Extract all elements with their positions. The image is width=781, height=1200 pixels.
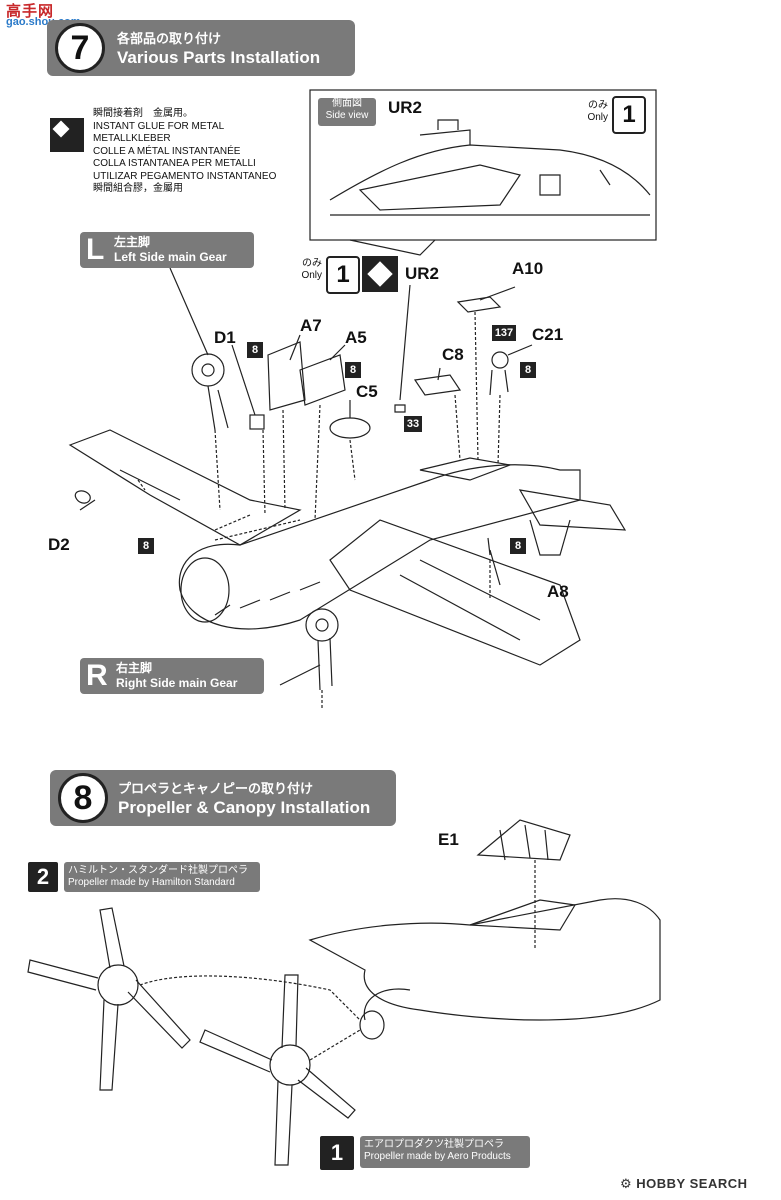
part-A7-label: A7 [300, 316, 322, 335]
part-D2-label: D2 [48, 535, 70, 554]
side-view-tab: 側面図 Side view [318, 98, 376, 126]
part-C21-wheel [491, 351, 509, 369]
color-code-8-a: 8 [247, 342, 263, 358]
step8-title-en: Propeller & Canopy Installation [118, 798, 371, 817]
watermark-logo: 高手网 gao.shou.com [6, 3, 81, 28]
side-view-frame [309, 89, 657, 241]
step7-number: 7 [55, 23, 105, 73]
hamilton-prop-tab: ハミルトン・スタンダード社製プロペラ Propeller made by Ham… [64, 862, 260, 892]
color-code-8-b: 8 [345, 362, 361, 378]
step8-number: 8 [58, 773, 108, 823]
part-C5-label: C5 [356, 382, 378, 401]
left-gear-letter: L [86, 233, 105, 266]
part-A5-shape [299, 354, 346, 406]
aero-propeller-hub [269, 1044, 311, 1086]
part-C21-label: C21 [532, 325, 564, 344]
part-A5-label: A5 [345, 328, 367, 347]
glue-diamond-icon [50, 118, 84, 152]
step7-header: 7 各部品の取り付け Various Parts Installation [47, 20, 355, 76]
part-C5-shape [329, 417, 371, 439]
color-code-8-c: 8 [520, 362, 536, 378]
part-E1-canopy [476, 819, 571, 861]
step8-header: 8 プロペラとキャノピーの取り付け Propeller & Canopy Ins… [50, 770, 396, 826]
fuselage-outline [178, 464, 581, 630]
right-gear-letter: R [86, 659, 108, 692]
part-A10-label: A10 [512, 259, 544, 278]
brand-gear-icon: ⚙ [620, 1176, 633, 1191]
color-code-8-d: 8 [138, 538, 154, 554]
glue-note: 瞬間接着剤 金属用。 INSTANT GLUE FOR METAL METALL… [93, 108, 277, 194]
side-view-only-number: 1 [612, 96, 646, 134]
part-C8-shape [413, 374, 462, 396]
side-view-part-label: UR2 [388, 98, 423, 117]
right-wing [329, 519, 581, 666]
aero-prop-tab: エアロプロダクツ社製プロペラ Propeller made by Aero Pr… [360, 1136, 530, 1168]
step8-title-jp: プロペラとキャノピーの取り付け [118, 782, 314, 797]
part-UR2-label: UR2 [405, 264, 440, 283]
hamilton-prop-number: 2 [28, 862, 58, 892]
glue-mid-diamond-icon [362, 256, 398, 292]
footer-brand: ⚙ HOBBY SEARCH [620, 1176, 748, 1191]
step8-fuselage [308, 898, 661, 1021]
only-mid-number: 1 [326, 256, 360, 294]
step7-title-en: Various Parts Installation [117, 48, 321, 67]
color-code-33: 33 [404, 416, 422, 432]
color-code-137: 137 [492, 325, 516, 341]
right-gear-wheel [305, 608, 339, 642]
part-C8-label: C8 [442, 345, 464, 364]
part-E1-label: E1 [438, 830, 459, 849]
part-A10-shape [456, 296, 502, 313]
step7-title-jp: 各部品の取り付け [117, 32, 222, 47]
color-code-8-e: 8 [510, 538, 526, 554]
part-A8-label: A8 [547, 582, 569, 601]
right-gear-tab: R 右主脚 Right Side main Gear [80, 658, 264, 694]
part-D2-shape [74, 490, 91, 504]
left-gear-wheel [191, 353, 225, 387]
part-A7-shape [267, 341, 306, 411]
hamilton-propeller-hub [97, 964, 139, 1006]
left-wing [68, 429, 302, 546]
side-view-only-text: のみ Only [587, 100, 608, 123]
aero-prop-number: 1 [320, 1136, 354, 1170]
left-gear-tab: L 左主脚 Left Side main Gear [80, 232, 254, 268]
part-D1-label: D1 [214, 328, 236, 347]
only-mid-text: のみ Only [301, 258, 322, 281]
horizontal-stabilizer [518, 489, 627, 531]
